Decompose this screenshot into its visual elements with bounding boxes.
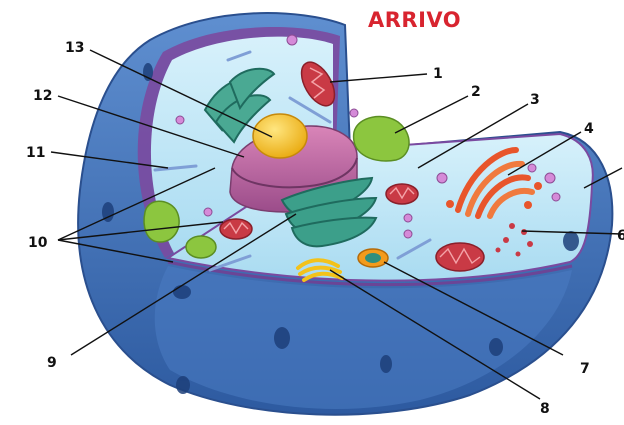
- mitochondrion-mid: [386, 184, 418, 204]
- lysosome: [358, 249, 388, 267]
- label-13: 13: [65, 40, 84, 56]
- vacuole-large: [354, 117, 409, 161]
- label-10: 10: [28, 235, 48, 251]
- label-4: 4: [584, 121, 594, 137]
- nucleolus: [253, 114, 307, 158]
- mitochondrion-left: [220, 219, 252, 239]
- label-7: 7: [580, 361, 590, 377]
- label-8: 8: [540, 401, 550, 417]
- label-3: 3: [530, 92, 540, 108]
- mitochondrion-right: [436, 243, 484, 271]
- label-6: 6: [617, 228, 624, 244]
- label-2: 2: [471, 84, 481, 100]
- label-9: 9: [47, 355, 57, 371]
- label-11: 11: [26, 145, 45, 161]
- label-1: 1: [433, 66, 443, 82]
- vacuole-left: [144, 201, 179, 242]
- vacuole-small: [186, 236, 216, 258]
- label-12: 12: [33, 88, 52, 104]
